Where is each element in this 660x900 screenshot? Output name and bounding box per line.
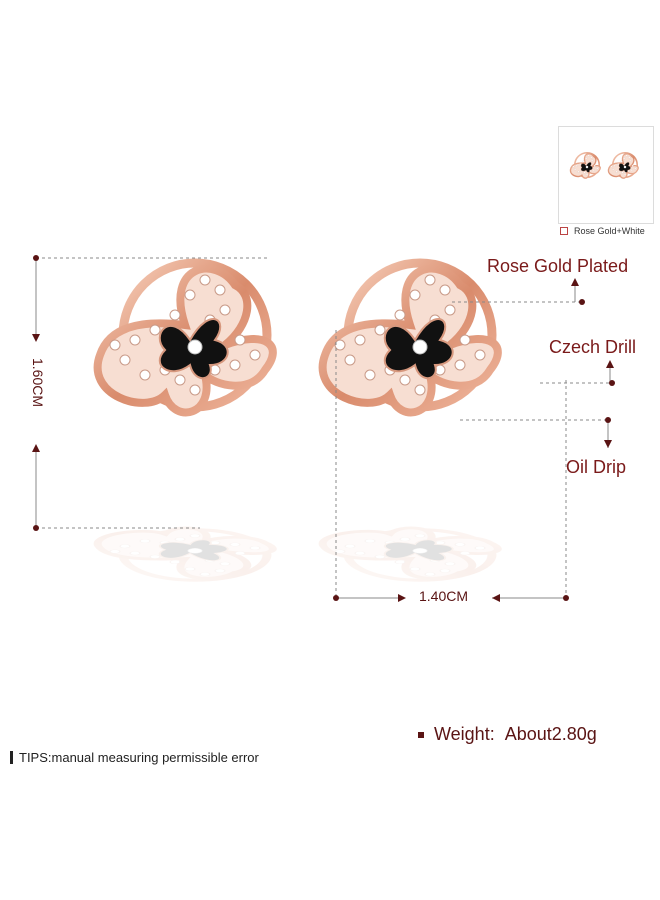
height-dimension-label: 1.60CM: [30, 358, 46, 408]
thumbnail-earrings-icon: [569, 151, 639, 179]
weight-info: Weight: About2.80g: [418, 724, 597, 745]
tips-text: TIPS:manual measuring permissible error: [19, 750, 259, 765]
weight-value: About2.80g: [504, 724, 597, 744]
variant-thumbnail[interactable]: [558, 126, 654, 224]
right-earring: [323, 263, 498, 412]
variant-label: Rose Gold+White: [574, 226, 645, 236]
tips-note: TIPS:manual measuring permissible error: [10, 750, 259, 765]
left-earring-reflection: [98, 528, 273, 580]
weight-label: Weight:: [434, 724, 495, 744]
oil-drip-label: Oil Drip: [566, 457, 627, 477]
czech-drill-label: Czech Drill: [549, 337, 637, 357]
rose-gold-plated-label: Rose Gold Plated: [487, 256, 629, 276]
bullet-icon: [418, 731, 424, 738]
width-dimension-lines: [333, 330, 569, 602]
left-earring: [98, 263, 273, 412]
height-dimension-lines: [32, 255, 270, 531]
right-earring-reflection: [323, 528, 498, 580]
width-dimension-label: 1.40CM: [419, 588, 469, 604]
variant-option[interactable]: Rose Gold+White: [560, 226, 645, 236]
variant-checkbox-icon: [560, 227, 568, 235]
callout-leaders: [452, 278, 615, 448]
tips-bar-icon: [10, 751, 13, 764]
